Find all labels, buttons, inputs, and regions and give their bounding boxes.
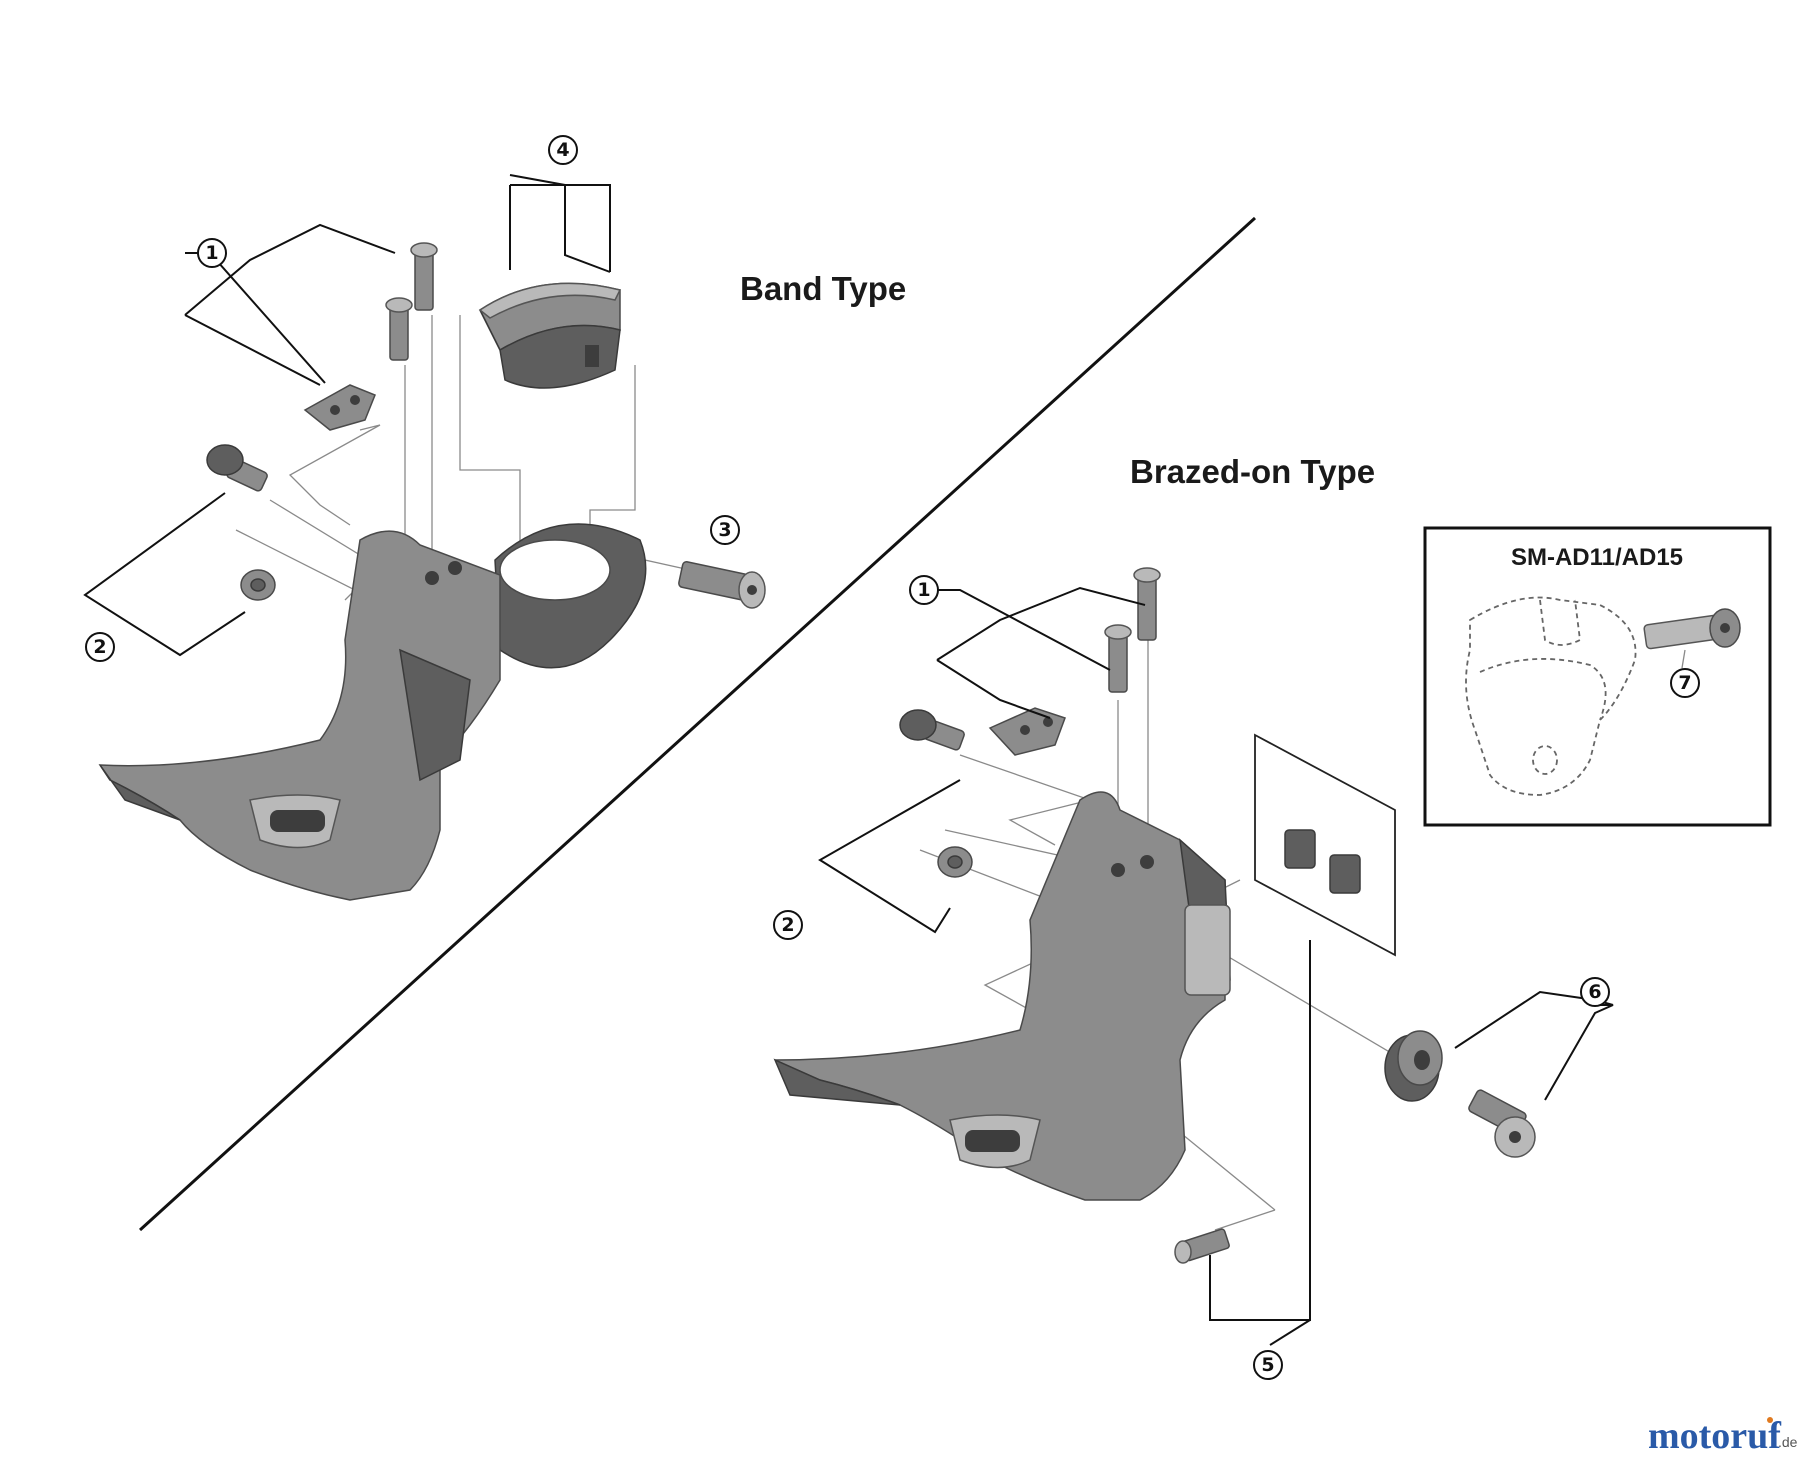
clamp-bolt-short bbox=[385, 297, 413, 361]
svg-text:3: 3 bbox=[718, 519, 731, 541]
logo-brand: motoruf bbox=[1648, 1415, 1782, 1457]
callout-2-band: 2 bbox=[85, 632, 115, 662]
callout-1-brazed: 1 bbox=[909, 575, 939, 605]
callout-3-band: 3 bbox=[710, 515, 740, 545]
adapter-model-label: SM-AD11/AD15 bbox=[1511, 544, 1683, 571]
callout-1-band: 1 bbox=[197, 238, 227, 268]
shim bbox=[1284, 829, 1316, 869]
brazed-on-type-title: Brazed-on Type bbox=[1130, 453, 1375, 490]
logo-tld: .de bbox=[1778, 1434, 1798, 1450]
band-type-assembly: 1 2 3 4 bbox=[83, 135, 766, 901]
band-type-front-derailleur bbox=[98, 523, 647, 901]
brazed-on-front-derailleur bbox=[773, 791, 1231, 1201]
callout-6-brazed: 6 bbox=[1580, 977, 1610, 1007]
band-clamp-ring bbox=[478, 282, 622, 389]
svg-text:5: 5 bbox=[1261, 1354, 1274, 1376]
pivot-bolt bbox=[899, 709, 965, 751]
adapter-screw bbox=[1643, 608, 1741, 650]
brazed-on-type-assembly: 1 2 5 6 bbox=[773, 567, 1614, 1380]
band-type-title: Band Type bbox=[740, 270, 906, 307]
callout-2-brazed: 2 bbox=[773, 910, 803, 940]
callout-4-band: 4 bbox=[548, 135, 578, 165]
section-divider-line bbox=[138, 216, 1257, 1232]
shim bbox=[1329, 854, 1361, 894]
mounting-plate bbox=[303, 384, 376, 431]
adapter-inset-box: SM-AD11/AD15 7 bbox=[1423, 526, 1772, 827]
callout-7-adapter: 7 bbox=[1670, 668, 1700, 698]
svg-text:2: 2 bbox=[93, 636, 106, 658]
svg-text:7: 7 bbox=[1678, 672, 1691, 694]
clamp-bolt-long bbox=[410, 242, 438, 311]
svg-text:4: 4 bbox=[556, 139, 569, 161]
svg-text:1: 1 bbox=[917, 579, 930, 601]
svg-text:2: 2 bbox=[781, 914, 794, 936]
adapter-bolt bbox=[1468, 1089, 1536, 1158]
adapter-washer bbox=[1384, 1030, 1443, 1102]
adjust-screw bbox=[1174, 1228, 1230, 1264]
svg-text:1: 1 bbox=[205, 242, 218, 264]
clamp-screw bbox=[678, 561, 766, 609]
mount-bolt-short bbox=[1104, 624, 1132, 693]
svg-text:6: 6 bbox=[1588, 981, 1601, 1003]
pivot-bolt bbox=[206, 444, 268, 492]
mount-bolt-long bbox=[1133, 567, 1161, 641]
shim-panel bbox=[1254, 733, 1396, 957]
callout-5-brazed: 5 bbox=[1253, 1350, 1283, 1380]
motoruf-logo: motoruf .de bbox=[1648, 1415, 1798, 1457]
